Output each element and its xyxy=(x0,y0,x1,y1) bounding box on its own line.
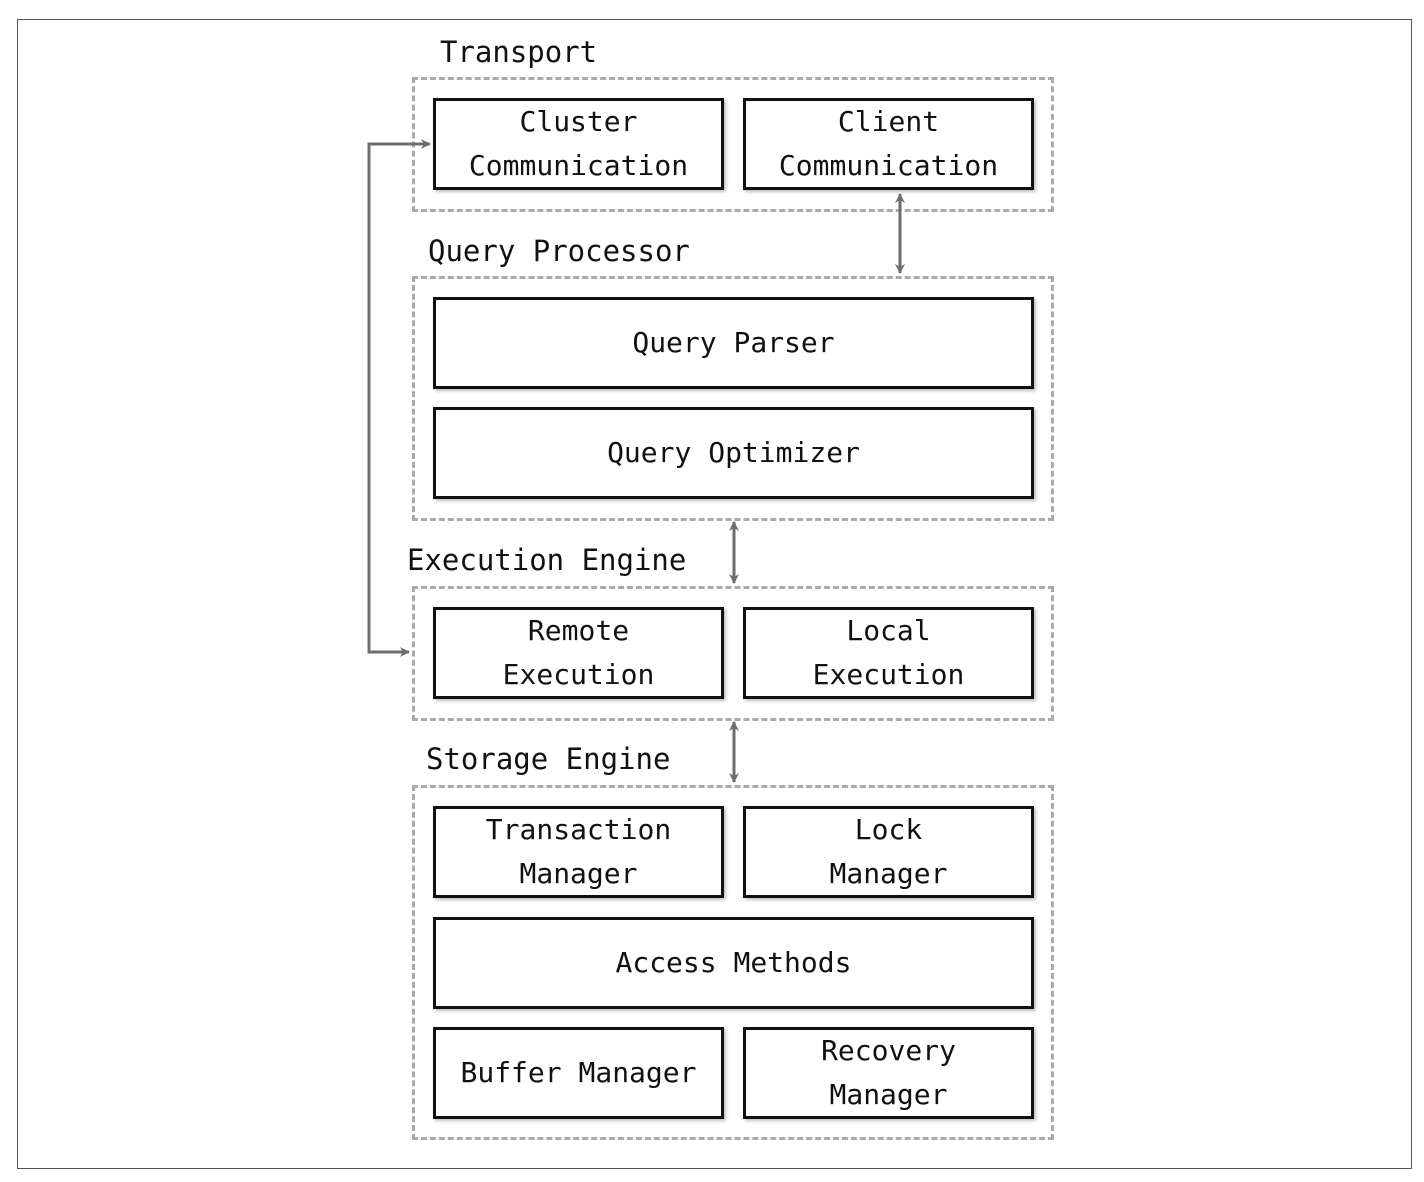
storage-engine-label: Storage Engine xyxy=(426,742,671,776)
remote-execution-line2: Execution xyxy=(502,658,655,691)
remote-execution-line1: Remote xyxy=(527,614,630,647)
client-communication-line1: Client xyxy=(837,105,940,138)
local-execution-line1: Local xyxy=(846,614,931,647)
cluster-to-execution-arrow xyxy=(367,139,431,657)
buffer-manager-box: Buffer Manager xyxy=(433,1027,724,1119)
query-processor-label: Query Processor xyxy=(428,234,690,268)
client-communication-line2: Communication xyxy=(778,149,999,182)
diagram-frame xyxy=(17,19,1412,1169)
query-optimizer-box: Query Optimizer xyxy=(433,407,1034,499)
recovery-manager-line1: Recovery xyxy=(821,1034,956,1067)
lock-manager-line1: Lock xyxy=(854,813,923,846)
storage-engine-group xyxy=(412,785,1054,1140)
transport-label: Transport xyxy=(440,35,598,69)
execution-engine-label: Execution Engine xyxy=(407,543,687,577)
cluster-communication-line2: Communication xyxy=(468,149,689,182)
query-parser-box: Query Parser xyxy=(433,297,1034,389)
cluster-communication-line1: Cluster xyxy=(519,105,638,138)
recovery-manager-line2: Manager xyxy=(829,1078,948,1111)
transaction-manager-line1: Transaction xyxy=(485,813,672,846)
local-execution-line2: Execution xyxy=(812,658,965,691)
access-methods-box: Access Methods xyxy=(433,917,1034,1009)
lock-manager-line2: Manager xyxy=(829,857,948,890)
transaction-manager-line2: Manager xyxy=(519,857,638,890)
